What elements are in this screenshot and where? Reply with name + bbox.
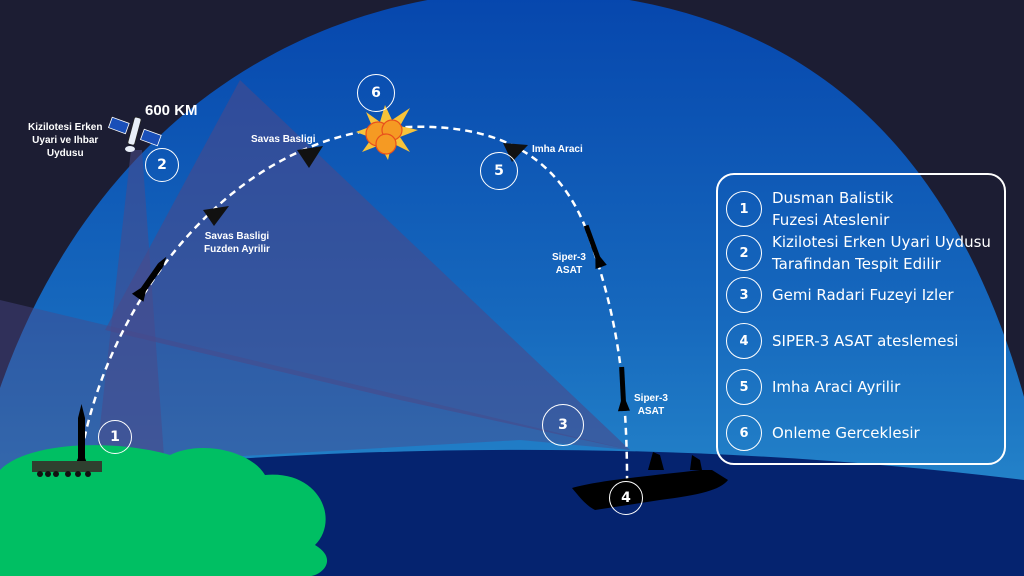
legend-number: 4	[726, 323, 762, 359]
sea	[150, 449, 1024, 576]
satellite-icon	[107, 116, 162, 152]
legend-item: 3 Gemi Radari Fuzeyi Izler	[726, 277, 954, 313]
legend-text: Kizilotesi Erken Uyari Uydusu Tarafindan…	[772, 233, 991, 273]
kill-vehicle-label: Imha Araci	[532, 144, 583, 155]
step-marker-3: 3	[542, 404, 584, 446]
legend-text: Onleme Gerceklesir	[772, 424, 920, 442]
asat-upper-label: Siper-3 ASAT	[552, 252, 586, 276]
warhead-label: Savas Basligi	[251, 134, 316, 145]
step-marker-4: 4	[609, 481, 643, 515]
legend-item: 4 SIPER-3 ASAT ateslemesi	[726, 323, 958, 359]
warhead-icon	[203, 206, 229, 226]
legend-number: 6	[726, 415, 762, 451]
asat-missile-upper-icon	[583, 224, 607, 269]
warhead-separation-label: Savas Basligi Fuzden Ayrilir	[204, 231, 270, 255]
legend-item: 6 Onleme Gerceklesir	[726, 415, 920, 451]
legend-number: 1	[726, 191, 762, 227]
legend-panel: 1 Dusman Balistik Fuzesi Ateslenir 2 Kiz…	[716, 173, 1006, 465]
step-marker-2: 2	[145, 148, 179, 182]
radar-beam-upper	[105, 80, 630, 450]
warhead-icon	[297, 146, 323, 168]
ballistic-trajectory	[80, 125, 592, 451]
step-marker-6: 6	[357, 74, 395, 112]
legend-text: Gemi Radari Fuzeyi Izler	[772, 286, 954, 304]
kill-vehicle-icon	[503, 143, 528, 162]
explosion-icon	[356, 105, 418, 160]
asat-missile-lower-icon	[617, 366, 630, 412]
legend-text: Dusman Balistik Fuzesi Ateslenir	[772, 189, 894, 229]
legend-item: 5 Imha Araci Ayrilir	[726, 369, 900, 405]
radar-beam-lower	[0, 300, 630, 470]
step-marker-5: 5	[480, 152, 518, 190]
legend-number: 2	[726, 235, 762, 271]
legend-text: SIPER-3 ASAT ateslemesi	[772, 332, 959, 350]
ballistic-missile-icon	[131, 256, 167, 302]
satellite-label: Kizilotesi Erken Uyari ve Ihbar Uydusu	[28, 122, 103, 159]
legend-text: Imha Araci Ayrilir	[772, 378, 901, 396]
legend-item: 2 Kizilotesi Erken Uyari Uydusu Tarafind…	[726, 231, 991, 275]
asat-lower-label: Siper-3 ASAT	[634, 393, 668, 417]
legend-number: 3	[726, 277, 762, 313]
step-marker-1: 1	[98, 420, 132, 454]
launcher-truck-icon	[32, 461, 102, 477]
land	[0, 445, 328, 576]
altitude-label: 600 KM	[145, 102, 198, 119]
legend-number: 5	[726, 369, 762, 405]
legend-item: 1 Dusman Balistik Fuzesi Ateslenir	[726, 187, 893, 231]
